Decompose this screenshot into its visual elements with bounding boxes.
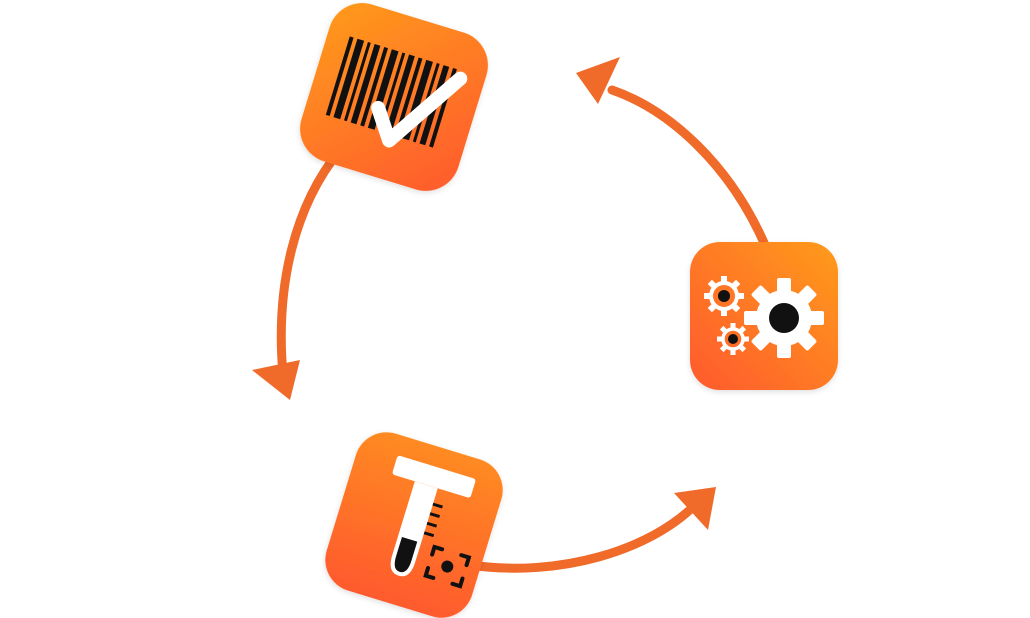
arrowhead-right-icon: [674, 487, 716, 530]
test-tube-app-tile: [325, 432, 503, 618]
gears-icon: [704, 276, 824, 358]
arrowhead-down-icon: [252, 360, 300, 400]
barcode-check-app-tile: [300, 3, 488, 191]
arrow-settings-to-barcode: [576, 57, 770, 250]
settings-app-tile: [690, 242, 838, 390]
arrow-barcode-to-testtube: [252, 145, 345, 400]
test-tube-scan-icon: [390, 455, 476, 589]
barcode-checkmark-icon: [325, 36, 468, 148]
arrow-testtube-to-settings: [465, 487, 716, 573]
arrowhead-left-icon: [576, 57, 620, 104]
